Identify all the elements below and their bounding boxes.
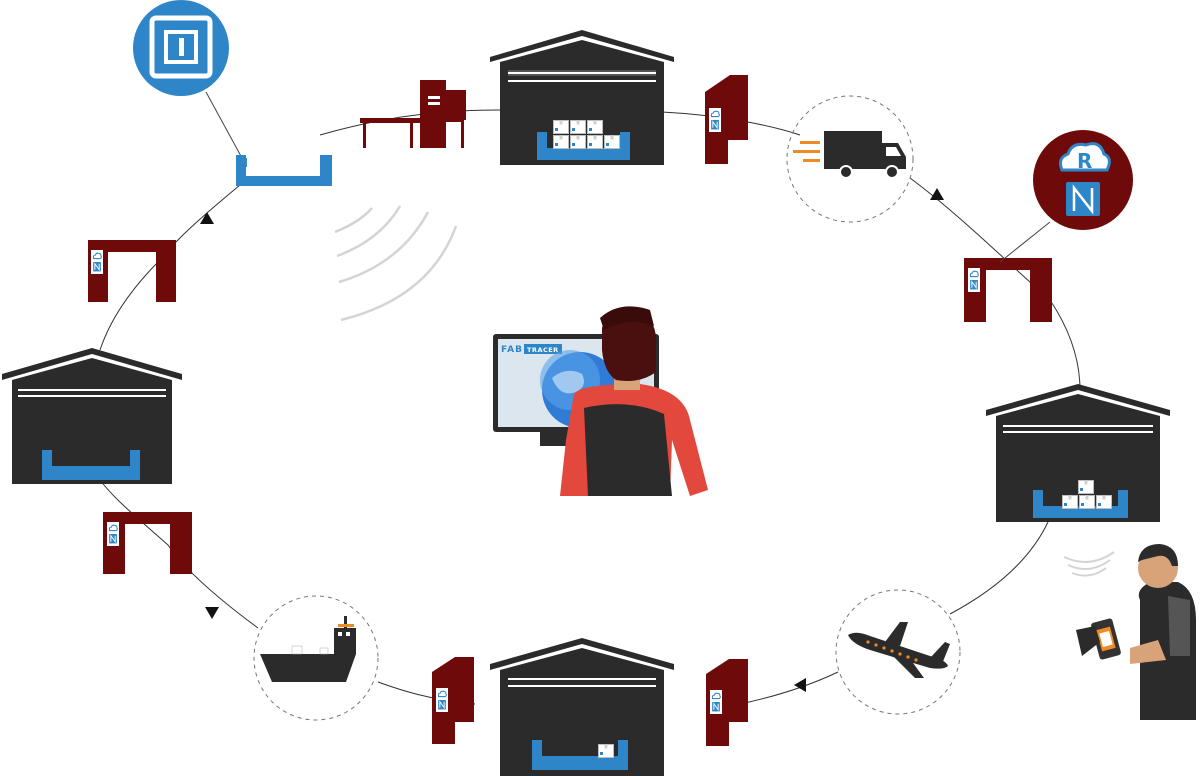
central-operator-workstation: FAB TRACER — [493, 306, 708, 496]
ship-icon — [260, 616, 356, 682]
warehouse-left — [2, 348, 182, 484]
rfid-portal-gate — [964, 258, 1052, 322]
brand-logo: FAB TRACER — [501, 344, 562, 355]
rfid-portal-gate — [88, 240, 176, 302]
loading-table-with-kiosk — [360, 80, 466, 148]
svg-text:TRACER: TRACER — [527, 346, 559, 354]
svg-text:R: R — [1077, 149, 1092, 173]
warehouse-top — [490, 30, 674, 165]
flow-arrow-icon — [930, 188, 944, 200]
sea-freight — [253, 595, 379, 721]
signal-waves-icon — [334, 205, 458, 322]
cloud-nfc-badge: R — [999, 130, 1133, 263]
rfid-tagged-tray — [236, 155, 332, 186]
rfid-tag-badge — [133, 0, 243, 159]
svg-text:FAB: FAB — [501, 345, 523, 355]
truck-icon — [793, 131, 906, 179]
flow-arrow-icon — [200, 212, 214, 224]
rfid-portal-gate — [432, 657, 474, 744]
flow-arrow-icon — [794, 678, 806, 692]
warehouse-bottom — [490, 638, 674, 776]
rfid-portal-gate — [706, 659, 748, 746]
rfid-portal-gate — [705, 75, 748, 164]
handheld-scanner-operator — [1063, 544, 1196, 720]
airplane-icon — [848, 622, 950, 678]
handheld-scanner-icon — [1076, 618, 1121, 660]
signal-waves-icon — [1063, 551, 1115, 577]
rfid-tag-icon — [149, 15, 213, 79]
warehouse-right — [986, 384, 1170, 522]
rfid-portal-gate — [103, 512, 192, 574]
flow-arrow-icon — [205, 607, 219, 619]
truck-transport — [786, 95, 914, 223]
nfc-icon — [1066, 182, 1100, 216]
cloud-r-icon: R — [1059, 142, 1111, 173]
air-freight — [835, 589, 961, 715]
